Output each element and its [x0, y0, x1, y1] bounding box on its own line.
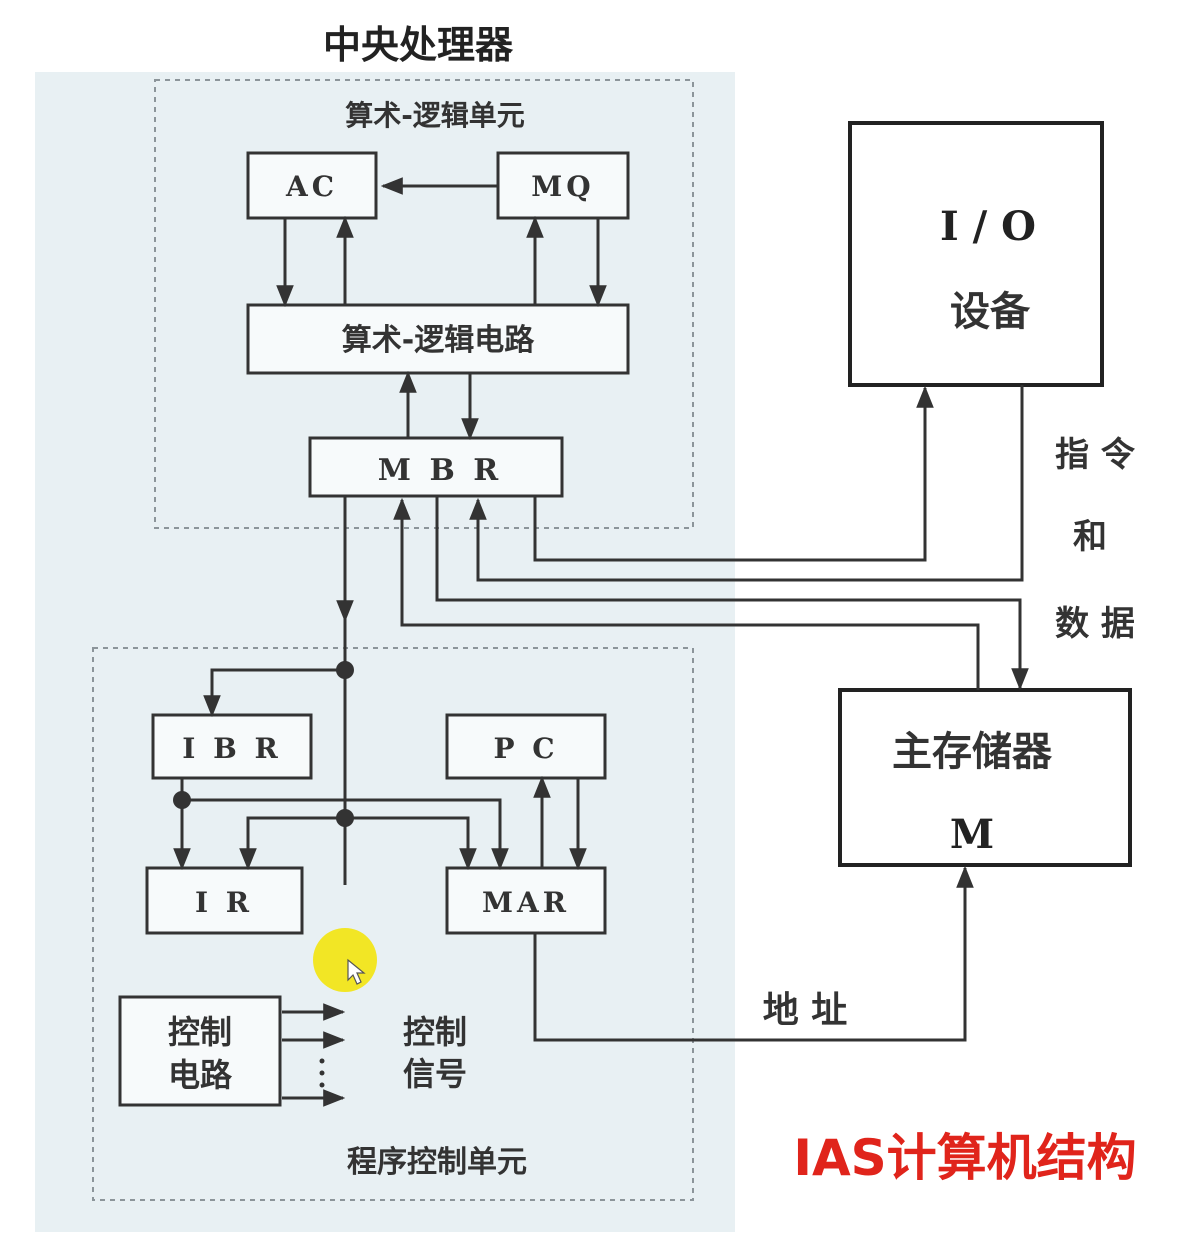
alu-circuit: [246, 303, 630, 375]
ellipsis-dot-3: [319, 1082, 325, 1088]
cpu-title: 中央处理器: [323, 23, 514, 67]
program-control-label: 程序控制单元: [347, 1145, 527, 1180]
mq-register: [496, 151, 630, 220]
control-signal-line2: 信号: [403, 1055, 467, 1093]
ir-register: [145, 866, 304, 935]
control-circuit-line1: 控制: [168, 1013, 232, 1051]
ac-label: AC: [285, 170, 338, 203]
bus-to-ir-arrow: [239, 816, 345, 871]
mbr-label: M B R: [378, 453, 502, 488]
ac-register: [246, 151, 378, 220]
pc-label: P C: [493, 732, 558, 765]
ibr-register: [151, 713, 313, 780]
control-signal-line1: 控制: [403, 1013, 467, 1051]
pc-register: [445, 713, 607, 780]
mq-label: MQ: [531, 170, 594, 203]
control-circuit-line2: 电路: [168, 1056, 233, 1094]
io-device: [848, 121, 1104, 387]
ir-label: I R: [195, 886, 253, 919]
main-memory-label-line2: M: [950, 811, 994, 858]
io-to-mbr-arrow: [469, 385, 1024, 582]
mar-to-memory-address-arrow: [533, 865, 974, 1042]
control-circuit: [118, 995, 282, 1107]
alu-unit-label: 算术-逻辑单元: [345, 99, 525, 132]
program-control-region: [92, 647, 694, 1201]
main-memory: [838, 688, 1132, 867]
mbr-to-io-arrow: [533, 385, 934, 562]
mar-register: [445, 866, 607, 935]
instr-data-line1: 指 令: [1055, 435, 1136, 475]
bus-to-ibr-arrow: [203, 668, 345, 718]
ellipsis-dot-2: [319, 1070, 325, 1076]
cursor-highlight: [313, 928, 377, 992]
ibr-label: I B R: [182, 732, 282, 765]
instr-data-line3: 数 据: [1055, 604, 1135, 644]
address-label: 地 址: [763, 990, 848, 1031]
io-label-line1: I / O: [940, 203, 1036, 250]
alu-circuit-label: 算术-逻辑电路: [342, 323, 535, 358]
instr-data-line2: 和: [1073, 517, 1107, 557]
cursor-pointer-icon: [347, 958, 366, 985]
io-label-line2: 设备: [950, 289, 1031, 335]
ellipsis-dot-1: [319, 1058, 325, 1064]
ibr-to-mar-arrow: [182, 798, 509, 871]
memory-to-mbr-arrow: [393, 497, 980, 690]
mbr-to-memory-arrow: [435, 496, 1029, 691]
alu-unit-region: [154, 79, 694, 529]
bus-to-mar-arrow: [345, 816, 477, 871]
mar-label: MAR: [482, 886, 570, 919]
caption: IAS计算机结构: [793, 1129, 1136, 1187]
main-memory-label-line1: 主存储器: [892, 729, 1053, 775]
